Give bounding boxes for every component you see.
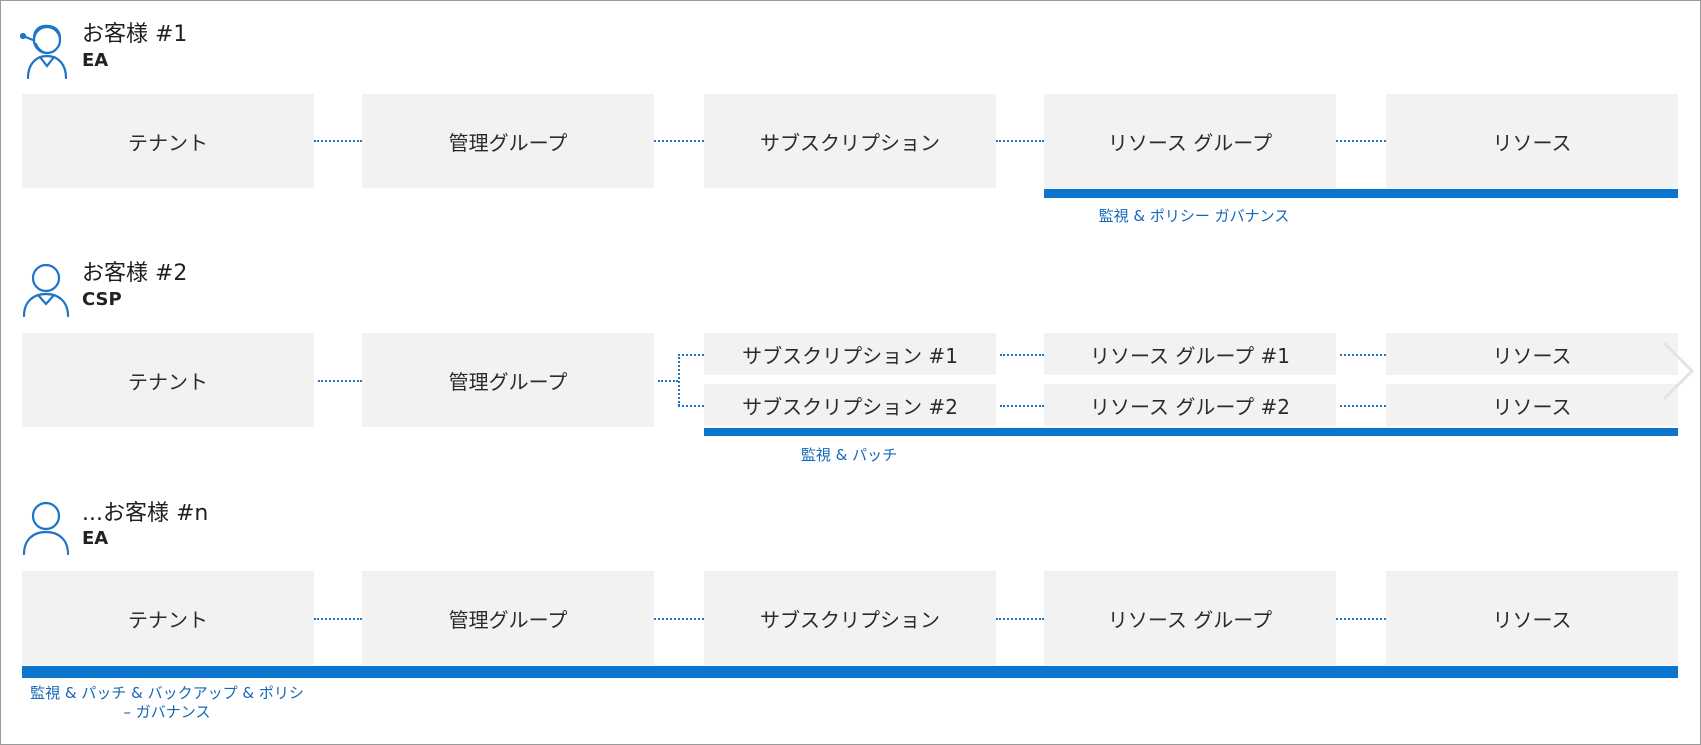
subscription-box: サブスクリプション bbox=[704, 571, 996, 665]
resource-group-box: リソース グループ #1 bbox=[1044, 333, 1336, 375]
customer-contract-type: EA bbox=[82, 50, 109, 71]
scope-label: 監視 & パッチ bbox=[800, 446, 898, 464]
connector bbox=[658, 380, 678, 382]
scope-label-line: – ガバナンス bbox=[123, 703, 211, 721]
tenant-box: テナント bbox=[22, 333, 314, 427]
management-group-box: 管理グループ bbox=[362, 94, 654, 188]
connector bbox=[654, 618, 704, 620]
person-with-headset-icon bbox=[20, 24, 68, 80]
resource-group-box: リソース グループ bbox=[1044, 94, 1336, 188]
connector bbox=[314, 140, 362, 142]
tenant-box: テナント bbox=[22, 571, 314, 665]
person-icon bbox=[22, 501, 70, 556]
customer-contract-type: CSP bbox=[82, 289, 122, 310]
connector bbox=[678, 405, 704, 407]
connector bbox=[314, 618, 362, 620]
connector bbox=[996, 140, 1044, 142]
scope-label: 監視 & パッチ & バックアップ & ポリシ – ガバナンス bbox=[22, 684, 312, 722]
connector bbox=[1340, 405, 1386, 407]
scope-bar bbox=[1044, 189, 1678, 198]
resource-box: リソース bbox=[1386, 384, 1678, 426]
connector bbox=[678, 354, 704, 356]
scope-bar bbox=[22, 666, 1678, 678]
scope-label-line: 監視 & パッチ & バックアップ & ポリシ bbox=[30, 684, 304, 702]
connector bbox=[654, 140, 704, 142]
subscription-box: サブスクリプション bbox=[704, 94, 996, 188]
resource-box: リソース bbox=[1386, 571, 1678, 665]
management-group-box: 管理グループ bbox=[362, 571, 654, 665]
connector bbox=[1000, 354, 1044, 356]
connector bbox=[1000, 405, 1044, 407]
resource-box: リソース bbox=[1386, 94, 1678, 188]
connector bbox=[1340, 354, 1386, 356]
customer-name: ...お客様 #n bbox=[82, 501, 209, 526]
person-icon bbox=[22, 263, 70, 318]
connector bbox=[318, 380, 362, 382]
connector bbox=[1336, 618, 1386, 620]
connector bbox=[996, 618, 1044, 620]
resource-group-box: リソース グループ #2 bbox=[1044, 384, 1336, 426]
resource-box: リソース bbox=[1386, 333, 1678, 375]
connector-split bbox=[678, 354, 680, 406]
customer-name: お客様 #1 bbox=[82, 22, 188, 47]
resource-group-box: リソース グループ bbox=[1044, 571, 1336, 665]
subscription-box: サブスクリプション #2 bbox=[704, 384, 996, 426]
customer-name: お客様 #2 bbox=[82, 261, 188, 286]
tenant-box: テナント bbox=[22, 94, 314, 188]
scope-bar bbox=[704, 428, 1678, 436]
management-group-box: 管理グループ bbox=[362, 333, 654, 427]
subscription-box: サブスクリプション #1 bbox=[704, 333, 996, 375]
scope-label: 監視 & ポリシー ガバナンス bbox=[1098, 207, 1290, 225]
chevron-right-icon[interactable] bbox=[1660, 339, 1696, 403]
connector bbox=[1336, 140, 1386, 142]
customer-contract-type: EA bbox=[82, 528, 109, 549]
